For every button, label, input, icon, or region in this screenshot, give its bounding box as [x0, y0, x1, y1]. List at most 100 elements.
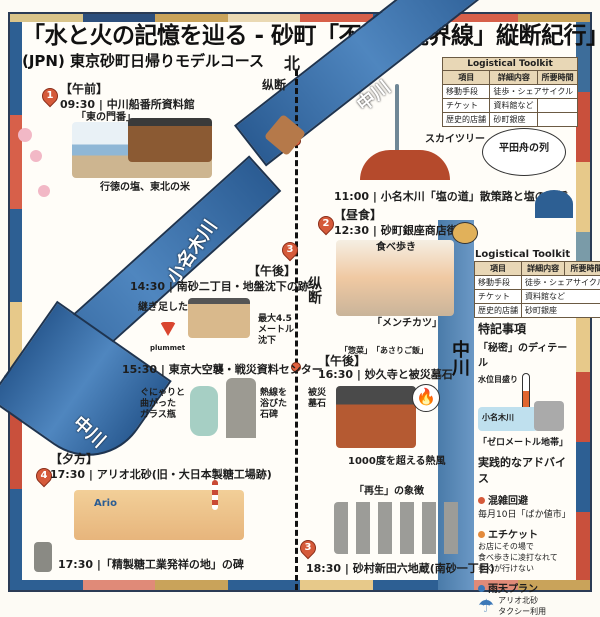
toolkit-cell: 資料館など: [522, 290, 600, 304]
ario-sign: Ario: [94, 498, 117, 510]
toolkit-header: 詳細内容: [522, 262, 565, 276]
toolkit-title: Logistical Toolkit: [442, 57, 578, 70]
label-gauge: 水位目盛り: [478, 375, 518, 385]
label-menchi: 「メンチカツ」: [372, 318, 442, 330]
toolkit-cell: 移動手段: [443, 85, 490, 99]
museum-building: [128, 118, 212, 162]
advice-item: エチケット お店にその場で 食べ歩きに凌打なれて 歩ぐが行けない: [478, 526, 576, 574]
toolkit-cell: 砂町銀座: [490, 113, 538, 127]
temple-illustration: [336, 386, 416, 448]
toolkit-cell: 徒歩・シェアサイクル: [490, 85, 578, 99]
label-heat: 1000度を超える熱風: [348, 456, 446, 468]
route-label-top: 纵断: [262, 76, 286, 93]
page-subtitle: (JPN) 東京砂町日帰りモデルコース: [22, 50, 264, 71]
toolkit-header: 所要時間: [538, 71, 578, 85]
notes-heading: 特記事項: [478, 320, 576, 337]
shio-bridge-illustration: [360, 150, 450, 180]
embankment-icon: [534, 401, 564, 431]
caption-salt-rice: 行徳の塩、東北の米: [100, 182, 190, 194]
food-bubble-icon: [452, 222, 478, 244]
umbrella-icon: ☂: [478, 596, 494, 617]
stone-monument-illustration: [226, 378, 256, 438]
pin-number: 1: [43, 89, 57, 103]
chimney-icon: [212, 480, 218, 510]
cherry-blossom-icon: [30, 150, 42, 162]
page-title: 「水と火の記憶を辿る - 砂町「不屈の境界線」縦断紀行」: [22, 16, 600, 50]
toolkit-cell: チケット: [475, 290, 522, 304]
stop-time-7: 17:30 | アリオ北砂(旧・大日本製糖工場跡): [50, 466, 272, 482]
stop-time-5: 15:30 | 東京大空襲・戦災資料センター: [122, 361, 323, 377]
toolkit-row: 歴史的店舗 砂町銀座: [475, 304, 600, 318]
advice-item: 混雑回避 毎月10日「ばか値市」: [478, 492, 576, 520]
down-arrow-icon: [160, 322, 176, 336]
label-zero-meter: 「ゼロメートル地帯」: [478, 435, 576, 448]
wave-icon: [535, 190, 573, 218]
raised-house-illustration: [188, 298, 250, 338]
toolkit-row: 移動手段 徒歩・シェアサイクル: [475, 276, 600, 290]
stop-time-3: 12:30 | 砂町銀座商店街: [334, 222, 458, 238]
notes-secret: 「秘密」のディテール: [478, 339, 576, 369]
advice-title: エチケット: [488, 530, 538, 541]
jizo-statues-illustration: [334, 502, 464, 554]
bubble-flat-boats: 平田舟の列: [482, 128, 566, 176]
label-plummet: plummet: [150, 344, 185, 352]
toolkit-header: 所要時間: [565, 262, 600, 276]
toolkit-cell: 徒歩・シェアサイクル: [522, 276, 600, 290]
stop-time-6: 16:30 | 妙久寺と被災墓石: [318, 366, 453, 382]
bullet-icon: [478, 497, 485, 504]
advice-text: お店にその場で 食べ歩きに凌打なれて 歩ぐが行けない: [478, 541, 576, 574]
toolkit-title: Logistical Toolkit: [474, 248, 600, 261]
route-line: [295, 70, 298, 590]
bent-bottle-illustration: [190, 386, 218, 436]
advice-title: 雨天プラン: [488, 584, 538, 595]
section-lunch: 【昼食】: [334, 206, 382, 223]
label-rebirth: 「再生」の象徴: [354, 486, 424, 498]
cherry-blossom-icon: [38, 185, 50, 197]
section-afternoon: 【午後】: [248, 262, 296, 279]
toolkit-header: 項目: [443, 71, 490, 85]
toolkit-row: 歴史的店舗 砂町銀座: [443, 113, 578, 127]
label-tabearuki: 食べ歩き: [376, 242, 416, 254]
monument-stone-icon: [34, 542, 52, 572]
toolkit-row: チケット 資料館など: [475, 290, 600, 304]
advice-heading: 実践的なアドバイス: [478, 454, 576, 486]
advice-text: 毎月10日「ばか値市」: [478, 507, 576, 520]
label-asari: 「あさりご飯」: [372, 346, 428, 356]
toolkit-cell: 歴史的店舗: [475, 304, 522, 318]
logistical-toolkit-mid: Logistical Toolkit 項目 詳細内容 所要時間 移動手段 徒歩・…: [474, 248, 600, 318]
toolkit-cell: 資料館など: [490, 99, 538, 113]
advice-title: 混雑回避: [488, 496, 528, 507]
toolkit-cell: 歴史的店舗: [443, 113, 490, 127]
stop-time-1: 09:30 | 中川船番所資料館: [60, 96, 195, 112]
section-morning: 【午前】: [60, 80, 108, 97]
toolkit-cell: 砂町銀座: [522, 304, 600, 318]
toolkit-cell: チケット: [443, 99, 490, 113]
pin-number: 4: [37, 469, 51, 483]
label-stone: 熱線を 浴びた 石碑: [260, 388, 287, 420]
toolkit-cell: [538, 113, 578, 127]
bubble-text: 平田舟の列: [499, 143, 549, 154]
stop-monument: 17:30 |「精製糖工業発祥の地」の碑: [58, 556, 244, 572]
label-glass: ぐにゃりと 曲がった ガラス瓶: [140, 388, 185, 420]
advice-item: 雨天プラン ☂ アリオ北砂 タクシー利用: [478, 580, 576, 617]
north-indicator: 北: [284, 50, 300, 74]
stop-time-8: 18:30 | 砂村新田六地蔵(南砂一丁目): [306, 560, 495, 576]
section-evening: 【夕方】: [50, 450, 98, 467]
stop-time-4: 14:30 | 南砂二丁目・地盤沈下の跡: [130, 278, 309, 294]
label-skytree: スカイツリー: [425, 134, 485, 146]
advice-text: アリオ北砂 タクシー利用: [498, 595, 546, 617]
stop-time-2: 11:00 | 小名木川「塩の道」散策路と塩の道橋: [334, 188, 568, 204]
fire-bubble-icon: 🔥: [412, 384, 440, 412]
water-gauge-illustration: 水位目盛り 小名木川: [478, 373, 576, 435]
label-river: 小名木川: [482, 413, 514, 423]
toolkit-cell: [538, 99, 578, 113]
label-grave: 被災 墓石: [308, 388, 326, 410]
toolkit-header: 詳細内容: [490, 71, 538, 85]
cherry-blossom-icon: [18, 128, 32, 142]
toolkit-row: 移動手段 徒歩・シェアサイクル: [443, 85, 578, 99]
toolkit-row: チケット 資料館など: [443, 99, 578, 113]
toolkit-cell: 移動手段: [475, 276, 522, 290]
bullet-icon: [478, 585, 485, 592]
bullet-icon: [478, 531, 485, 538]
pin-number: 3: [301, 541, 315, 555]
